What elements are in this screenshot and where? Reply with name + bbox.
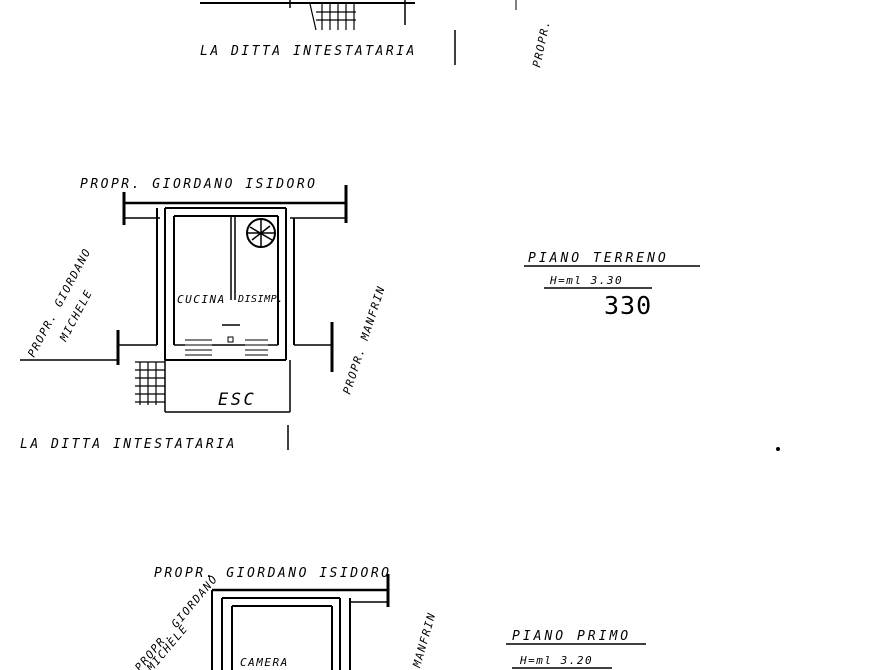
ground-owner-label: LA DITTA INTESTATARIA: [20, 437, 237, 452]
first-height-label: H=ml 3.20: [519, 654, 593, 667]
exterior-stair-icon: [135, 361, 165, 405]
first-floor-title: PIANO PRIMO: [512, 629, 631, 644]
flue-icon: [246, 218, 276, 248]
top-plan-fragment: LA DITTA INTESTATARIA PROPR.: [200, 0, 553, 69]
door-threshold-right-icon: [245, 339, 268, 356]
top-owner-label: LA DITTA INTESTATARIA: [200, 44, 417, 59]
first-neighbor-top-label: PROPR. GIORDANO ISIDORO: [154, 566, 392, 581]
ground-floor-title: PIANO TERRENO: [528, 251, 669, 266]
top-neighbor-right-label: PROPR.: [530, 18, 553, 68]
ink-dot: [776, 447, 780, 451]
ground-height-label: H=ml 3.30: [549, 274, 623, 287]
exterior-label: ESC: [218, 390, 256, 410]
room-label-hall: DISIMP.: [237, 294, 284, 305]
ground-neighbor-right-label: PROPR. MANFRIN: [340, 284, 388, 396]
first-neighbor-left-label-1: PROPR. GIORDANO: [132, 572, 220, 670]
ground-neighbor-top-label: PROPR. GIORDANO ISIDORO: [80, 177, 318, 192]
stair-icon: [309, 3, 356, 31]
ground-floor-plan: PROPR. GIORDANO ISIDORO PROPR. GIORDANO …: [20, 177, 700, 452]
room-label-bedroom: CAMERA: [240, 656, 289, 669]
ground-height-number: 330: [604, 291, 652, 320]
room-label-kitchen: CUCINA: [177, 293, 226, 306]
first-neighbor-right-label: MANFRIN: [410, 611, 438, 670]
door-threshold-left-icon: [185, 339, 212, 356]
first-floor-plan: PROPR. GIORDANO ISIDORO PROPR. GIORDANO …: [132, 566, 646, 670]
